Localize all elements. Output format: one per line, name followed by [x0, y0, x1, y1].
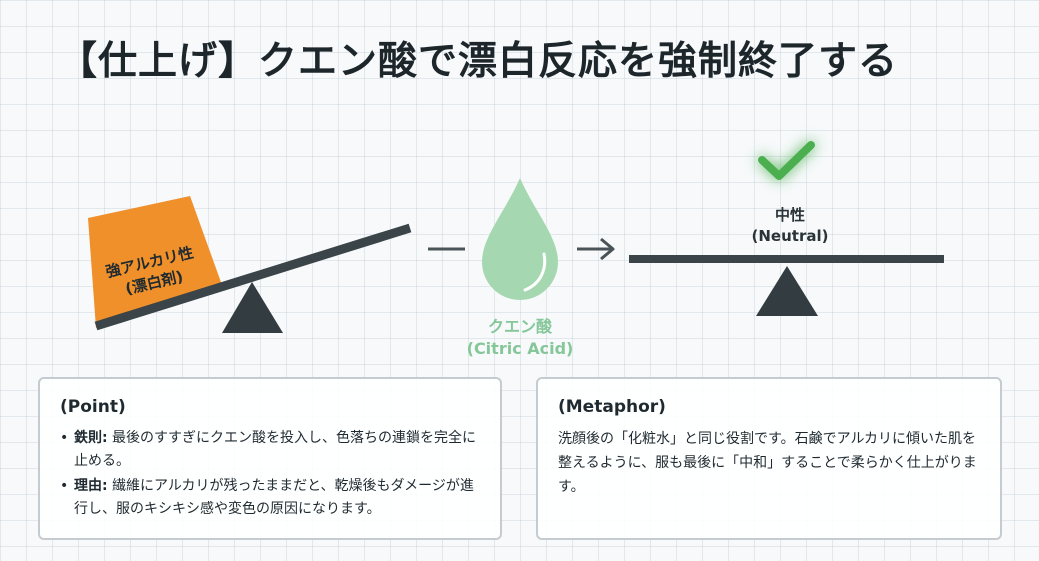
point-card: (Point) 鉄則: 最後のすすぎにクエン酸を投入し、色落ちの連鎖を完全に止め…: [38, 377, 502, 540]
balance-icon: [629, 255, 944, 316]
citric-label-line1: クエン酸: [487, 317, 552, 336]
point-title: (Point): [60, 397, 126, 417]
check-icon: [758, 141, 815, 180]
point-list: 鉄則: 最後のすすぎにクエン酸を投入し、色落ちの連鎖を完全に止める。 理由: 繊…: [60, 427, 480, 521]
metaphor-title: (Metaphor): [558, 397, 666, 417]
citric-label-line2: (Citric Acid): [466, 339, 574, 358]
item-text: 繊維にアルカリが残ったままだと、乾燥後もダメージが進行し、服のキシキシ感や変色の…: [74, 478, 474, 517]
neutral-label: 中性 (Neutral): [730, 205, 850, 247]
item-text: 最後のすすぎにクエン酸を投入し、色落ちの連鎖を完全に止める。: [74, 430, 477, 469]
metaphor-text: 洗顔後の「化粧水」と同じ役割です。石鹸でアルカリに傾いた肌を整えるように、服も最…: [558, 431, 977, 495]
tilted-beam: [94, 223, 412, 331]
item-key: 鉄則:: [74, 430, 108, 446]
arrow-right-icon: [577, 237, 615, 261]
metaphor-card: (Metaphor) 洗顔後の「化粧水」と同じ役割です。石鹸でアルカリに傾いた肌…: [536, 377, 1002, 540]
list-item: 理由: 繊維にアルカリが残ったままだと、乾燥後もダメージが進行し、服のキシキシ感…: [60, 475, 480, 521]
item-key: 理由:: [74, 478, 108, 494]
neutral-label-line1: 中性: [774, 206, 805, 224]
neutral-label-line2: (Neutral): [751, 227, 829, 245]
drop-icon: [482, 178, 558, 300]
fulcrum: [222, 282, 283, 333]
page-title: 【仕上げ】クエン酸で漂白反応を強制終了する: [58, 39, 899, 84]
citric-acid-label: クエン酸 (Citric Acid): [455, 316, 585, 360]
list-item: 鉄則: 最後のすすぎにクエン酸を投入し、色落ちの連鎖を完全に止める。: [60, 427, 480, 473]
fulcrum-right: [756, 266, 818, 316]
seesaw-icon: [88, 196, 412, 333]
